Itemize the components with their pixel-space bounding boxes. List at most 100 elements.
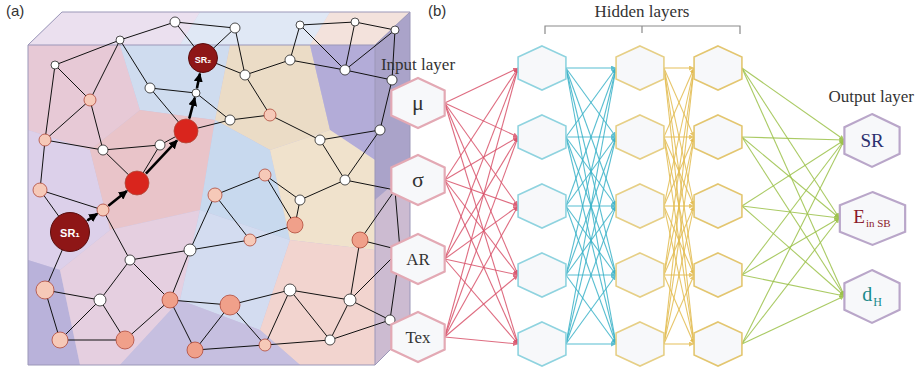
- output-neuron: dH: [842, 269, 902, 324]
- grain-node: [296, 21, 304, 29]
- network-wire: [664, 206, 694, 344]
- network-wire: [566, 68, 616, 344]
- hidden-neuron: [616, 46, 664, 90]
- graph-link: [290, 60, 345, 70]
- graph-link: [320, 140, 345, 180]
- network-wire: [566, 67, 616, 68]
- hidden-neuron: [694, 253, 742, 297]
- hidden-neuron: [616, 184, 664, 228]
- node-label: AR: [406, 250, 430, 269]
- hidden-neuron: [616, 253, 664, 297]
- network-wire: [566, 68, 616, 275]
- hidden-neuron: [616, 322, 664, 366]
- graph-link: [40, 140, 45, 190]
- hexagon-shape: [839, 192, 904, 245]
- network-wire: [445, 103, 518, 344]
- network-wire: [445, 68, 518, 337]
- grain-node: [220, 295, 240, 315]
- graph-link: [45, 140, 103, 150]
- grain-node: [284, 284, 296, 296]
- grain-node: [84, 94, 96, 106]
- graph-link: [130, 260, 170, 300]
- graph-link: [90, 100, 103, 150]
- network-wire: [742, 296, 844, 344]
- hidden-neuron: [518, 184, 566, 228]
- network-wire: [742, 218, 839, 344]
- network-wire: [664, 68, 694, 206]
- node-label: Tex: [405, 328, 430, 347]
- graph-link: [395, 190, 400, 250]
- network-wire: [664, 343, 694, 344]
- grain-path-arrow: [87, 74, 199, 221]
- network-wire: [566, 68, 616, 206]
- grain-node: [391, 26, 399, 34]
- network-wire: [742, 206, 839, 218]
- graph-link: [245, 60, 290, 75]
- node-label: SR: [860, 130, 883, 151]
- graph-link: [290, 290, 350, 300]
- grain-node: [52, 332, 68, 348]
- grain-node: [170, 17, 180, 27]
- cube-edges: [28, 12, 410, 365]
- graph-link: [103, 210, 130, 260]
- panel-label: (a): [6, 3, 24, 20]
- grain-node: [51, 61, 59, 69]
- graph-link: [190, 240, 250, 250]
- grain-node: [192, 89, 200, 97]
- network-wire: [664, 68, 694, 206]
- network-wire: [445, 137, 518, 337]
- graph-link: [355, 22, 395, 30]
- target-grain: SR₂: [188, 43, 218, 73]
- graph-link: [90, 40, 120, 100]
- node-text: Ein SB: [853, 207, 890, 229]
- grain-node: [230, 23, 240, 33]
- grain-node: [145, 83, 155, 93]
- graph-link: [320, 130, 380, 140]
- arrow-segment: [146, 140, 177, 173]
- source-grain: SR₁: [50, 212, 90, 252]
- graph-link: [100, 260, 130, 300]
- network-wire: [664, 206, 694, 344]
- graph-link: [190, 195, 215, 250]
- network-wire: [566, 275, 616, 344]
- input-neuron: AR: [389, 233, 447, 285]
- grain-node: [125, 171, 149, 195]
- graph-link: [55, 65, 90, 100]
- graph-link: [215, 175, 265, 195]
- network-wires: [445, 46, 845, 366]
- output-neuron: SR: [842, 113, 902, 168]
- node-text: σ: [412, 169, 424, 191]
- network-wire: [566, 275, 616, 344]
- hidden-neuron: [694, 115, 742, 159]
- grain-graph: [33, 17, 405, 358]
- network-wire: [742, 140, 844, 206]
- network-wire: [742, 137, 844, 296]
- output-neuron: Ein SB: [837, 191, 908, 246]
- grain-node: [375, 125, 385, 135]
- input-neuron: Tex: [389, 311, 447, 363]
- network-wire: [445, 206, 518, 337]
- hidden-neuron: [518, 46, 566, 90]
- hexagon-shape: [391, 155, 444, 205]
- graph-link: [265, 175, 300, 200]
- graph-link: [270, 115, 320, 140]
- graph-link: [345, 180, 395, 190]
- grain-node: [33, 183, 47, 197]
- hexagon-shape: [391, 234, 444, 284]
- graph-link: [40, 190, 103, 210]
- node-text: SR: [860, 131, 883, 150]
- grain-node: [264, 109, 276, 121]
- hidden-neuron: [518, 253, 566, 297]
- graph-link: [150, 88, 196, 93]
- graph-link: [195, 345, 265, 350]
- node-label: E: [853, 206, 865, 227]
- input-neuron: μ: [389, 77, 447, 129]
- network-wire: [742, 137, 844, 140]
- graph-link: [45, 65, 55, 140]
- network-wire: [445, 137, 518, 259]
- graph-link: [103, 145, 160, 150]
- graph-link: [290, 290, 330, 340]
- grain-node: [387, 75, 397, 85]
- network-wire: [742, 140, 844, 344]
- grain-node: [36, 281, 54, 299]
